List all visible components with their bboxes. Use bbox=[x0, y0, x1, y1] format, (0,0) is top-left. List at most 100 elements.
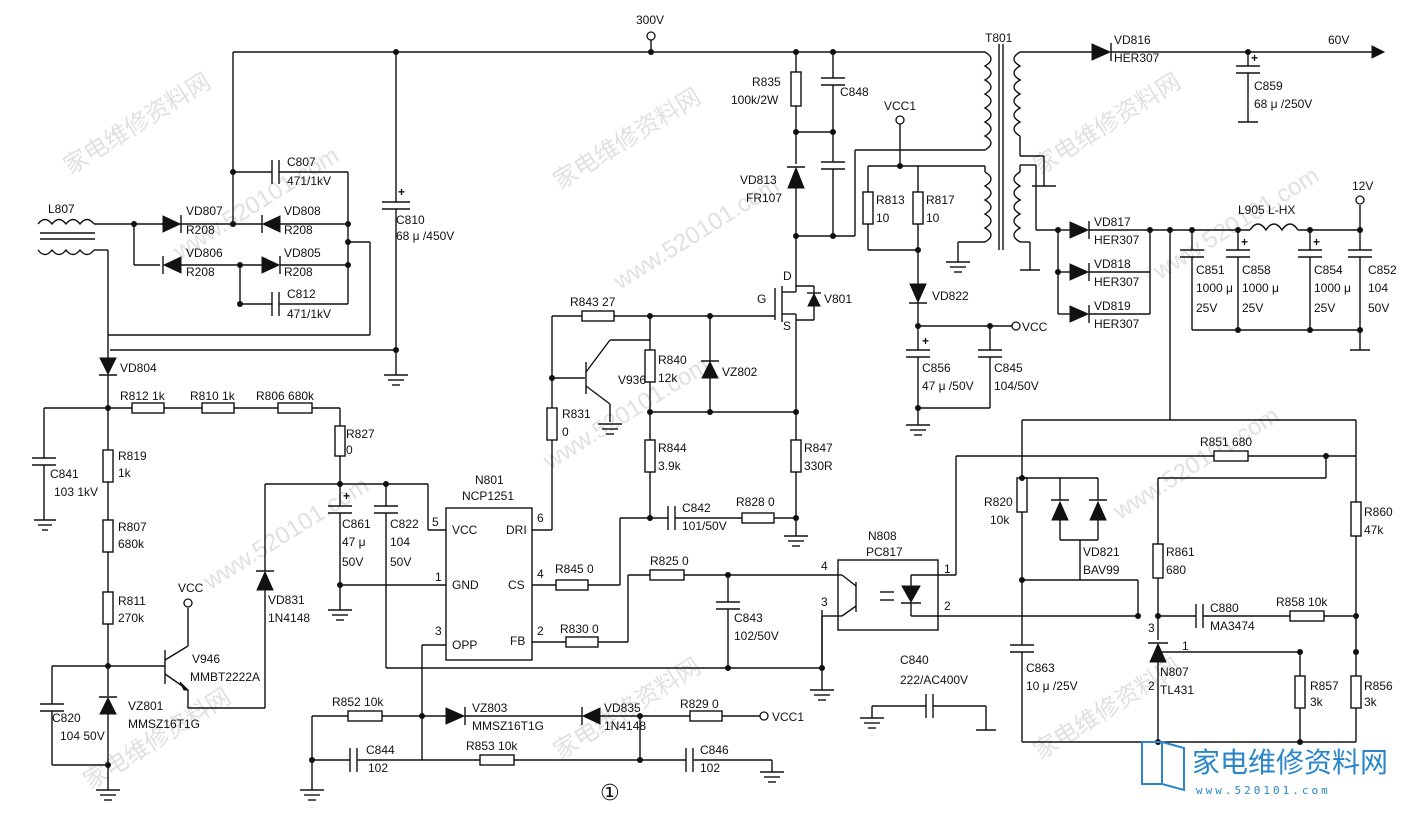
label-VD822: VD822 bbox=[932, 289, 969, 303]
ic-pin-name: GND bbox=[452, 578, 479, 592]
diode-VD816 bbox=[1091, 43, 1112, 61]
label-R827: R827 bbox=[346, 427, 375, 441]
label-T801: T801 bbox=[985, 31, 1013, 45]
label-L905: L905 L-HX bbox=[1238, 203, 1295, 217]
label-C859: C859 bbox=[1254, 79, 1283, 93]
feedback-section: R851 680 R820 10k VD821 BAV99 C863 10 μ … bbox=[821, 419, 1393, 745]
mosfet-s: S bbox=[783, 319, 791, 333]
label-VD835-val: 1N4148 bbox=[604, 719, 646, 733]
opto-pin: 1 bbox=[944, 562, 951, 576]
resistor-R853 bbox=[479, 754, 515, 766]
diode-VD813 bbox=[787, 166, 805, 189]
label-VD806: VD806 bbox=[186, 246, 223, 260]
resistor-R835 bbox=[790, 71, 802, 107]
label-VD816-val: HER307 bbox=[1114, 51, 1160, 65]
label-C851: C851 bbox=[1196, 263, 1225, 277]
logo-url: www.520101.com bbox=[1196, 784, 1331, 797]
label-C863-val: 10 μ /25V bbox=[1026, 679, 1078, 693]
rail-300v: 300V bbox=[233, 13, 985, 55]
site-logo: 家电维修资料网 www.520101.com bbox=[1141, 741, 1388, 797]
label-R813-val: 10 bbox=[876, 211, 890, 225]
label-C820-val: 104 50V bbox=[60, 729, 105, 743]
resistor-R812 bbox=[131, 402, 165, 414]
svg-text:+: + bbox=[1313, 235, 1320, 249]
label-R851: R851 680 bbox=[1200, 435, 1252, 449]
label-VD835: VD835 bbox=[604, 701, 641, 715]
opto-pin: 2 bbox=[944, 599, 951, 613]
label-R831-val: 0 bbox=[562, 425, 569, 439]
label-V946-val: MMBT2222A bbox=[190, 670, 260, 684]
figure-number: ① bbox=[600, 780, 620, 805]
label-C812-val: 471/1kV bbox=[287, 307, 331, 321]
input-filter-l807: L807 bbox=[37, 202, 150, 335]
ic-pin-num: 6 bbox=[537, 511, 544, 525]
label-VZ801: VZ801 bbox=[128, 699, 164, 713]
label-VD805: VD805 bbox=[284, 246, 321, 260]
label-VZ802: VZ802 bbox=[722, 365, 758, 379]
zener-VZ801 bbox=[99, 696, 117, 715]
resistor-R843 bbox=[581, 310, 615, 322]
label-VD807-val: R208 bbox=[186, 223, 215, 237]
diode-VD821a bbox=[1051, 500, 1069, 521]
label-R806: R806 680k bbox=[256, 389, 315, 403]
label-C842: C842 bbox=[682, 501, 711, 515]
label-VD816: VD816 bbox=[1114, 33, 1151, 47]
mosfet-d: D bbox=[783, 269, 792, 283]
label-R819-val: 1k bbox=[118, 466, 132, 480]
bridge-rectifier: VD807 R208 VD808 R208 VD806 R208 VD805 R… bbox=[108, 52, 371, 336]
label-V801: V801 bbox=[824, 292, 852, 306]
resistor-R840 bbox=[644, 349, 656, 383]
label-C807: C807 bbox=[287, 155, 316, 169]
aux-rectifier: VCC1 R813 10 R817 10 VD822 VCC + C856 47… bbox=[862, 99, 1048, 436]
label-C844-val: 102 bbox=[368, 761, 388, 775]
diode-VD806 bbox=[162, 256, 182, 274]
label-C807-val: 471/1kV bbox=[287, 174, 331, 188]
label-C861-val1: 47 μ bbox=[342, 535, 366, 549]
ic-pin-name: VCC bbox=[452, 523, 478, 537]
mosfet-V801: G D S V801 R847 330R bbox=[757, 236, 852, 518]
tl431-pin: 2 bbox=[1148, 679, 1155, 693]
label-R820: R820 bbox=[984, 495, 1013, 509]
label-VD807: VD807 bbox=[186, 204, 223, 218]
label-R830: R830 0 bbox=[560, 622, 599, 636]
resistor-R811 bbox=[102, 591, 114, 625]
label-R853: R853 10k bbox=[466, 739, 518, 753]
svg-text:+: + bbox=[343, 489, 350, 503]
resistor-R819 bbox=[102, 449, 114, 483]
svg-text:+: + bbox=[1251, 51, 1258, 65]
opto-pin: 3 bbox=[821, 595, 828, 609]
label-VZ801-val: MMSZ16T1G bbox=[128, 717, 200, 731]
label-R817: R817 bbox=[926, 193, 955, 207]
resistor-R829 bbox=[689, 710, 723, 722]
diode-VD821b bbox=[1089, 500, 1107, 521]
tl431-pin: 1 bbox=[1182, 639, 1189, 653]
ic-pin-name: FB bbox=[510, 634, 525, 648]
ic-pin-num: 2 bbox=[537, 624, 544, 638]
label-C822: C822 bbox=[390, 517, 419, 531]
resistor-R861 bbox=[1152, 543, 1164, 579]
label-C812: C812 bbox=[287, 287, 316, 301]
label-VD813-val: FR107 bbox=[746, 191, 782, 205]
resistor-R860 bbox=[1350, 501, 1362, 537]
label-C810-val: 68 μ /450V bbox=[396, 229, 454, 243]
label-C845-val: 104/50V bbox=[994, 379, 1039, 393]
diode-VD819 bbox=[1069, 305, 1090, 323]
label-R807-val: 680k bbox=[118, 537, 145, 551]
label-VD817: VD817 bbox=[1094, 215, 1131, 229]
label-R840: R840 bbox=[658, 353, 687, 367]
label-R831: R831 bbox=[562, 407, 591, 421]
label-R860-val: 47k bbox=[1364, 523, 1384, 537]
label-PC817: PC817 bbox=[866, 545, 903, 559]
label-vcc1-top: VCC1 bbox=[884, 99, 916, 113]
label-VD821: VD821 bbox=[1083, 545, 1120, 559]
label-N807: N807 bbox=[1160, 665, 1189, 679]
label-VD808-val: R208 bbox=[284, 223, 313, 237]
diode-VD822 bbox=[909, 283, 927, 304]
ic-pin-num: 3 bbox=[435, 624, 442, 638]
watermark-text: 家电维修资料网 bbox=[1029, 68, 1186, 180]
resistor-R813 bbox=[862, 191, 874, 225]
label-R845: R845 0 bbox=[555, 562, 594, 576]
label-R856-val: 3k bbox=[1364, 695, 1378, 709]
watermark-text: 家电维修资料网 bbox=[59, 68, 216, 180]
